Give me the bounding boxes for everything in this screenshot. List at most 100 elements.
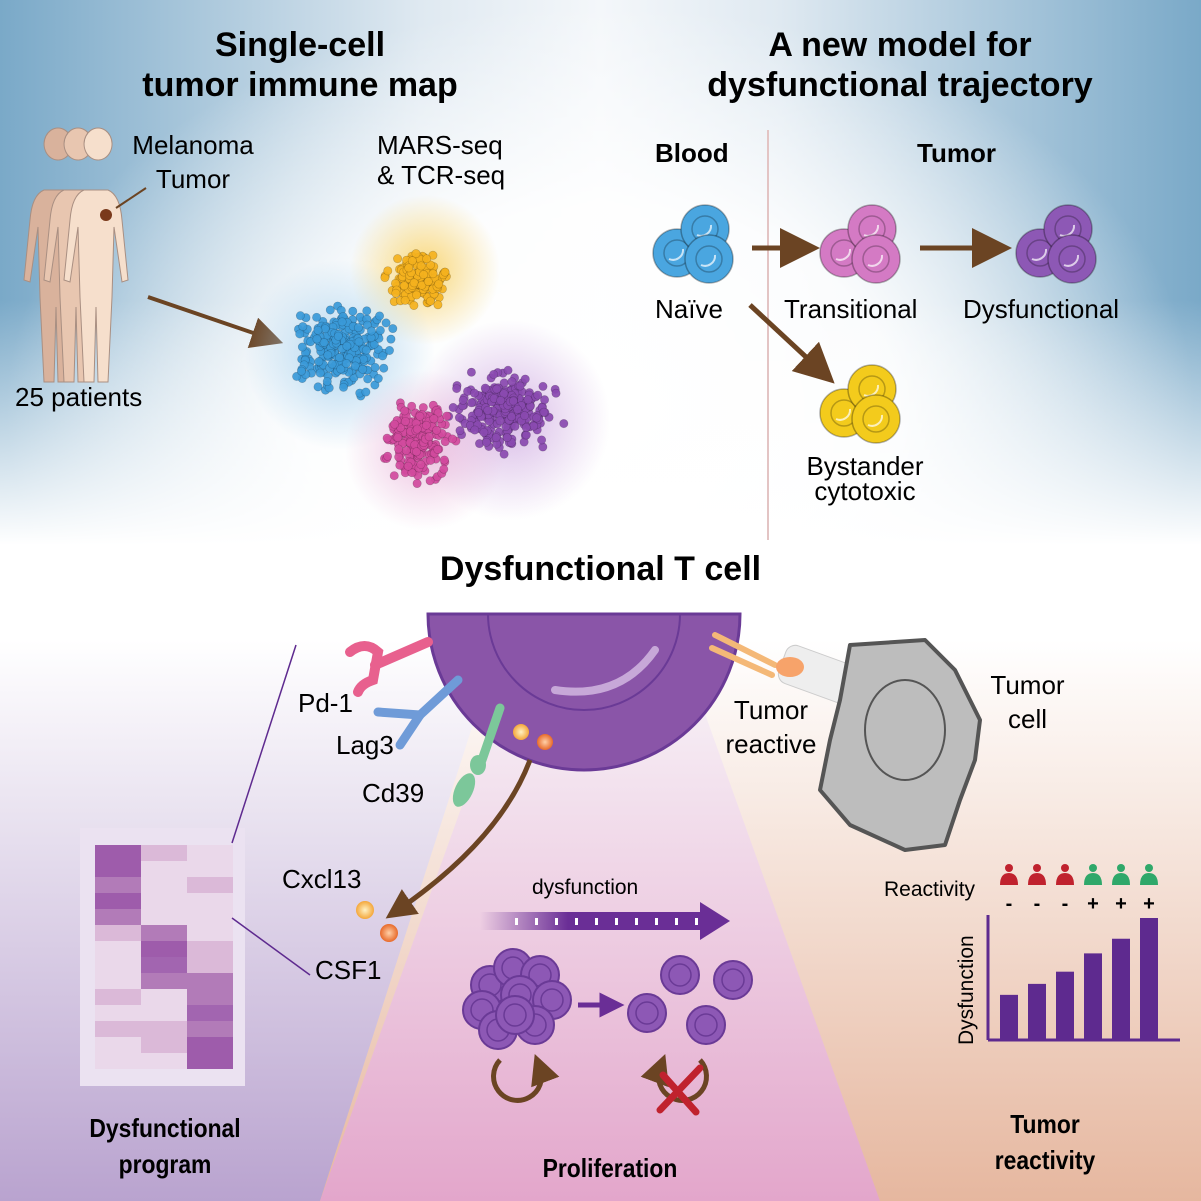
cluster-point — [447, 434, 457, 444]
cluster-point — [404, 263, 414, 273]
dysfunction-progress-arrow — [480, 912, 700, 930]
cluster-point — [419, 270, 429, 280]
transitional-cell-icon — [819, 204, 901, 284]
label-line: Tumor — [155, 164, 231, 194]
cluster-point — [319, 337, 329, 347]
cluster-point — [393, 433, 403, 443]
cluster-point — [334, 353, 344, 363]
cluster-point — [322, 377, 332, 387]
cluster-point — [452, 384, 462, 394]
cluster-point — [481, 437, 491, 447]
tumor-cell-nucleus — [864, 679, 946, 781]
cluster-point — [474, 408, 484, 418]
heatmap-cell — [95, 877, 141, 893]
heatmap-cell — [95, 893, 141, 909]
lag3-label: Lag3 — [336, 730, 394, 760]
cluster-point — [315, 368, 325, 378]
proliferation-section-label: Proliferation — [542, 1153, 678, 1183]
heatmap-cell — [187, 1005, 233, 1021]
cluster-point — [520, 374, 530, 384]
heatmap-cell — [187, 989, 233, 1005]
heatmap-cell — [95, 957, 141, 973]
label-line: Tumor — [1010, 1109, 1080, 1139]
cluster-point — [426, 455, 436, 465]
cluster-point — [537, 435, 547, 445]
heatmap-cell — [187, 861, 233, 877]
tcell-title: Dysfunctional T cell — [439, 550, 762, 588]
cluster-point — [416, 261, 426, 271]
heatmap-cell — [141, 973, 187, 989]
tumor-cell-label: Tumor cell — [980, 670, 1075, 734]
cluster-point — [314, 357, 324, 367]
cluster-point — [337, 317, 347, 327]
tcell-icon — [660, 955, 700, 995]
cluster-point — [499, 449, 509, 459]
cluster-point — [469, 388, 479, 398]
dysfunctional-cell-icon — [1015, 204, 1097, 284]
tick-label: - — [1034, 893, 1041, 915]
proliferation-cells — [462, 948, 753, 1050]
tumor-cell-body — [818, 638, 982, 852]
method-label: MARS-seq & TCR-seq — [377, 130, 537, 190]
tcell-icon — [713, 960, 753, 1000]
label-line: Melanoma — [132, 130, 254, 160]
dysfunctional-program-heatmap — [80, 828, 245, 1086]
pd1-label: Pd-1 — [298, 688, 353, 718]
cluster-point — [412, 290, 422, 300]
label-line: MARS-seq — [377, 130, 503, 160]
heatmap-cell — [95, 1053, 141, 1069]
tumor-spot-icon — [100, 209, 112, 221]
cluster-point — [539, 407, 549, 417]
cluster-point — [507, 377, 517, 387]
label-line: Dysfunctional — [89, 1113, 241, 1143]
cluster-point — [312, 312, 322, 322]
cxcl13-molecule-icon — [513, 724, 529, 740]
cluster-point — [422, 254, 432, 264]
cluster-point — [363, 374, 373, 384]
cluster-point — [479, 427, 489, 437]
cluster-point — [354, 337, 364, 347]
heatmap-cell — [141, 957, 187, 973]
title-line: dysfunctional trajectory — [707, 66, 1093, 104]
cluster-point — [417, 280, 427, 290]
heatmap-cell — [95, 1021, 141, 1037]
csf1-secreted-icon — [380, 924, 398, 942]
ylabel-text: Dysfunction — [955, 935, 978, 1045]
tumor-reactive-label: Tumor reactive — [716, 695, 826, 759]
cluster-point — [454, 413, 464, 423]
heatmap-cell — [141, 1053, 187, 1069]
cluster-point — [559, 419, 569, 429]
cluster-point — [403, 461, 413, 471]
cluster-point — [424, 432, 434, 442]
cluster-point — [391, 288, 401, 298]
tick-label: + — [1115, 893, 1127, 915]
cluster-point — [383, 451, 393, 461]
cluster-point — [433, 408, 443, 418]
proliferation-backdrop — [320, 700, 880, 1201]
cluster-point — [298, 322, 308, 332]
cluster-point — [428, 269, 438, 279]
cluster-point — [502, 433, 512, 443]
cluster-point — [433, 300, 443, 310]
blocked-x-icon — [656, 1064, 704, 1116]
cluster-point — [448, 403, 458, 413]
heatmap-cell — [187, 1037, 233, 1053]
cluster-point — [483, 405, 493, 415]
tumor-reactivity-section-label: Tumor reactivity — [953, 1106, 1138, 1178]
patient-reactivity-icon — [1112, 864, 1130, 885]
cluster-point — [503, 365, 513, 375]
cluster-point — [379, 363, 389, 373]
cd39-receptor-icon — [452, 703, 505, 807]
bystander-cell-icon — [819, 364, 901, 444]
bar — [1056, 971, 1074, 1040]
chart-xlabel: Reactivity — [884, 878, 976, 901]
cluster-point — [426, 260, 436, 270]
heatmap-cell — [95, 909, 141, 925]
cluster-point — [429, 414, 439, 424]
cluster-point — [425, 296, 435, 306]
heatmap-cell — [187, 845, 233, 861]
cluster-point — [407, 401, 417, 411]
single-cell-title: Single-cell tumor immune map — [80, 25, 520, 105]
cluster-point — [386, 334, 396, 344]
cluster-point — [336, 364, 346, 374]
